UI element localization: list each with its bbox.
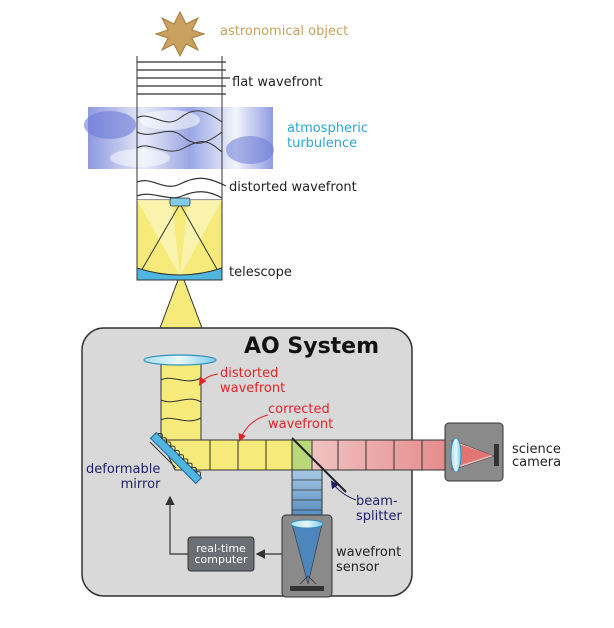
flat-wavefront-label: flat wavefront [232,75,323,90]
ao-vertical-beam [160,359,202,441]
deformable-mirror-icon [149,431,203,485]
science-beam [311,439,453,471]
sensor-beam [291,469,323,523]
telescope-icon [136,197,223,281]
arrow-icon [165,495,282,559]
flat-wavefront-lines [137,61,230,95]
distorted-wavefront-lines [136,177,227,199]
real-time-computer-label: real-time computer [194,542,248,566]
telescope-label: telescope [229,265,292,280]
atmospheric-turbulence-band [84,107,274,169]
distorted-wavefront-label: distorted wavefront [229,180,357,195]
science-camera-label: science camera [512,442,562,470]
corrected-wavefront-label: corrected wavefront [268,402,334,432]
astronomical-object-label: astronomical object [220,24,349,39]
label-pointers [198,373,357,501]
ao-system-title: AO System [244,334,380,359]
star-icon [154,10,206,58]
science-camera-icon [444,422,504,482]
wavefront-sensor-label: wavefront sensor [336,545,402,575]
atmospheric-turbulence-label: atmospheric turbulence [287,121,369,151]
turbulence-beam-column [136,56,223,200]
distorted-wavefront-inner-label: distorted wavefront [220,366,286,396]
beam-splitter-label: beam- splitter [356,494,402,524]
deformable-mirror-label: deformable mirror [86,462,161,492]
sensor-icon [281,514,333,598]
lens-icon [143,354,217,366]
